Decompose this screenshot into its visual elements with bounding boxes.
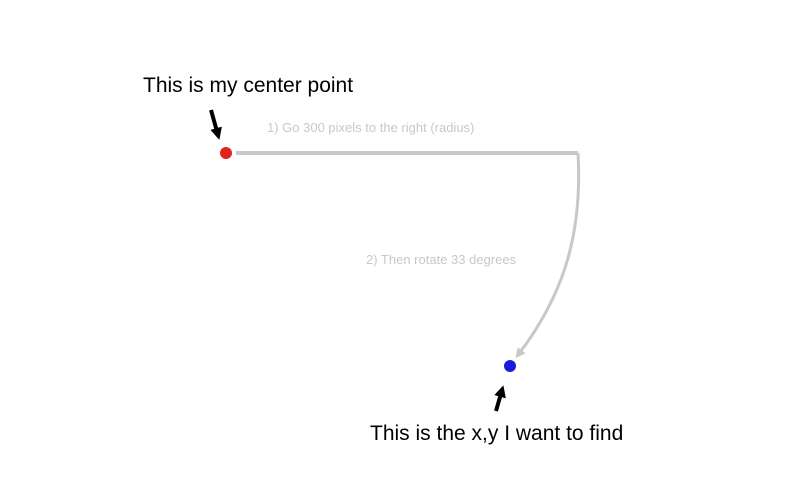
step-2-label: 2) Then rotate 33 degrees [366,252,517,267]
target-point-label: This is the x,y I want to find [370,422,624,445]
target-point-dot [504,360,516,372]
target-pointer-arrow [494,385,506,412]
center-point-dot [220,147,232,159]
step-1-label: 1) Go 300 pixels to the right (radius) [267,120,475,135]
center-pointer-arrow [209,109,222,140]
center-point-label: This is my center point [143,74,354,97]
rotation-arc-arrow [515,152,581,359]
